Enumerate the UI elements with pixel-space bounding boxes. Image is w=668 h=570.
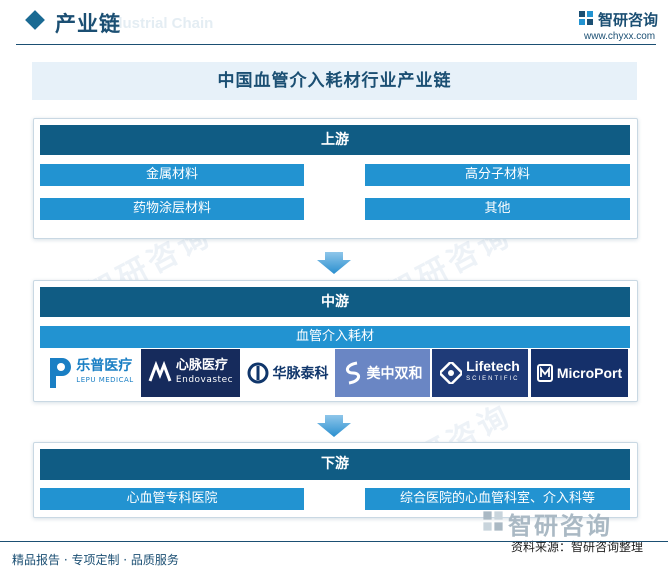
company-name: Lifetech: [466, 358, 520, 374]
diamond-icon: [25, 10, 45, 30]
company-logo-huamai: 华脉泰科: [242, 349, 333, 397]
company-logo-endovastec: 心脉医疗 Endovastec: [141, 349, 240, 397]
header-brand: 智研咨询: [598, 11, 659, 29]
down-arrow-icon: [317, 415, 351, 437]
meizhong-logo-icon: [345, 361, 360, 385]
company-sub: LEPU MEDICAL: [76, 376, 134, 384]
upstream-item: 其他: [365, 198, 630, 220]
footer-brand: 智研咨询: [508, 512, 612, 540]
downstream-item: 综合医院的心血管科室、介入科等: [365, 488, 630, 510]
upstream-item: 高分子材料: [365, 164, 630, 186]
microport-logo-icon: [536, 364, 553, 382]
footer-divider: [0, 541, 668, 542]
company-logo-meizhong: 美中双和: [335, 349, 430, 397]
company-sub: Endovastec: [175, 375, 234, 385]
header-ghost-title: Industrial Chain: [100, 15, 214, 32]
company-name: 乐普医疗: [76, 358, 133, 374]
company-name: 美中双和: [366, 366, 423, 382]
downstream-band: 下游: [40, 449, 630, 480]
page-header: Industrial Chain 产业链 智研咨询 www.chyxx.com: [0, 0, 668, 46]
lepu-logo-icon: [50, 358, 72, 388]
brand-logo-icon: [579, 11, 593, 25]
upstream-panel: 上游 金属材料 高分子材料 药物涂层材料 其他: [33, 118, 638, 239]
header-url: www.chyxx.com: [584, 31, 656, 42]
downstream-item: 心血管专科医院: [40, 488, 304, 510]
upstream-item: 药物涂层材料: [40, 198, 304, 220]
company-sub: SCIENTIFIC: [466, 376, 520, 382]
downstream-panel: 下游 心血管专科医院 综合医院的心血管科室、介入科等: [33, 442, 638, 518]
footer-slogan: 精品报告 · 专项定制 · 品质服务: [12, 553, 179, 567]
lifetech-logo-icon: [440, 362, 463, 384]
company-logo-microport: MicroPort: [531, 349, 628, 397]
diagram-title: 中国血管介入耗材行业产业链: [32, 62, 637, 100]
company-logo-lifetech: Lifetech SCIENTIFIC: [432, 349, 528, 397]
company-logo-lepu: 乐普医疗 LEPU MEDICAL: [41, 349, 139, 397]
header-title: 产业链: [55, 12, 121, 36]
huamai-logo-icon: [247, 362, 268, 384]
endovastec-logo-icon: [148, 361, 172, 382]
company-name: MicroPort: [556, 365, 623, 381]
company-name: 心脉医疗: [175, 358, 228, 373]
down-arrow-icon: [317, 252, 351, 274]
company-name: 华脉泰科: [272, 366, 329, 382]
midstream-band: 中游: [40, 287, 630, 317]
upstream-band: 上游: [40, 125, 630, 155]
brand-logo-icon: [483, 511, 503, 531]
footer-brand-logo: 智研咨询: [482, 508, 652, 540]
header-divider: [16, 44, 656, 45]
source-note: 资料来源：智研咨询整理: [511, 540, 644, 554]
upstream-item: 金属材料: [40, 164, 304, 186]
midstream-product: 血管介入耗材: [40, 326, 630, 348]
